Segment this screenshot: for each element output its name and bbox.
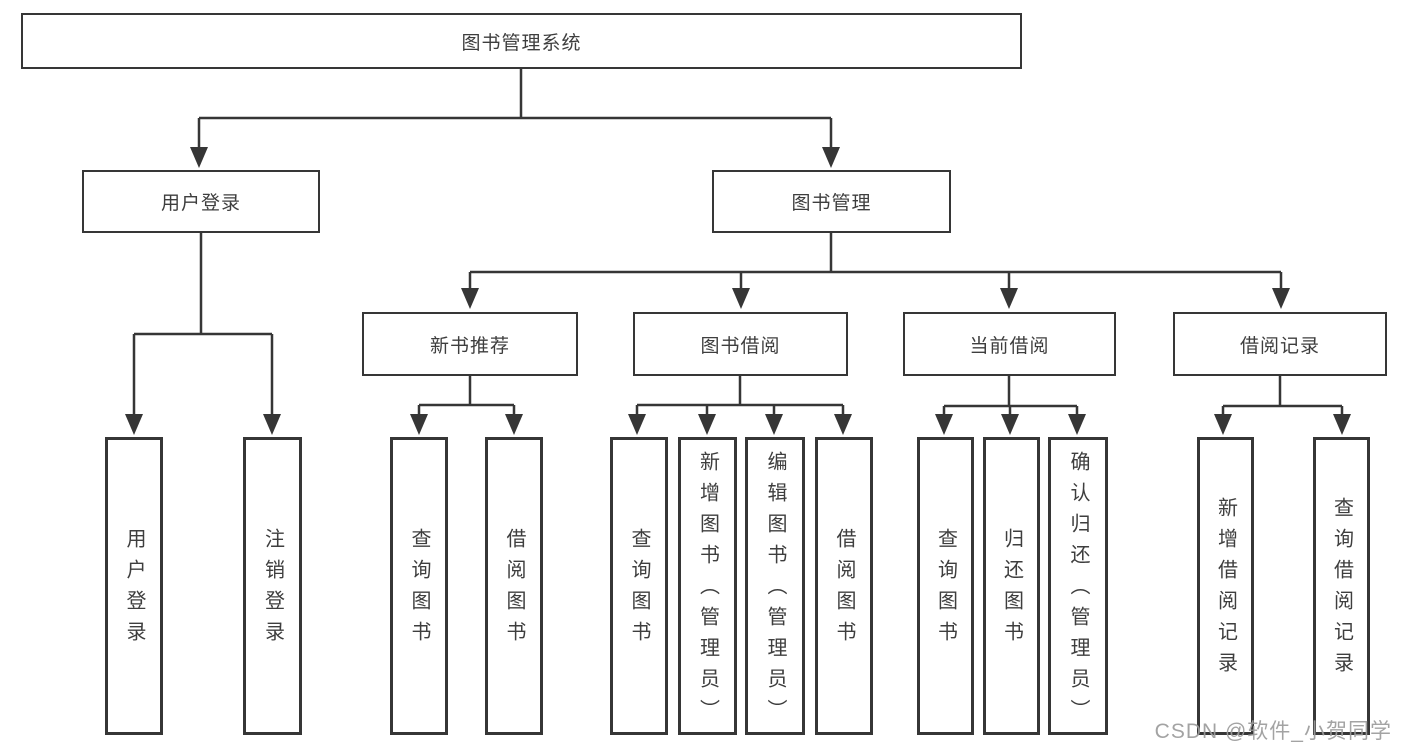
arrowheads-level2	[190, 147, 840, 168]
node-library-management-system: 图书管理系统	[21, 13, 1022, 69]
connector-userlogin-to-leaves	[132, 233, 274, 418]
node-label: 用户登录	[160, 193, 241, 214]
leaf-borrow-books-recommend: 借阅图书	[485, 437, 543, 735]
leaf-label: 归还图书	[1000, 528, 1023, 652]
node-book-borrowing: 图书借阅	[633, 312, 848, 376]
leaf-logout: 注销登录	[243, 437, 302, 735]
node-borrowing-records: 借阅记录	[1173, 312, 1387, 376]
leaf-label: 查询借阅记录	[1330, 497, 1353, 683]
leaf-label: 新增图书（管理员）	[696, 450, 719, 730]
leaf-label: 用户登录	[123, 528, 145, 652]
leaf-label: 借阅图书	[503, 528, 525, 652]
node-user-login: 用户登录	[82, 170, 320, 233]
leaf-query-books-borrowing: 查询图书	[610, 437, 668, 735]
connector-newbook-to-leaves	[417, 376, 516, 418]
node-current-borrowing: 当前借阅	[903, 312, 1116, 376]
node-label: 图书管理	[791, 193, 872, 214]
connector-root-to-level2	[197, 69, 833, 150]
leaf-user-login: 用户登录	[105, 437, 163, 735]
connector-records-to-leaves	[1221, 376, 1344, 418]
node-label: 图书借阅	[700, 335, 781, 357]
leaf-label: 查询图书	[628, 528, 650, 652]
leaf-add-borrow-record: 新增借阅记录	[1197, 437, 1254, 735]
arrowheads-level3	[461, 288, 1290, 309]
leaf-label: 确认归还（管理员）	[1067, 450, 1089, 730]
node-book-management: 图书管理	[712, 170, 951, 233]
leaf-label: 查询图书	[408, 528, 430, 652]
leaf-label: 新增借阅记录	[1214, 497, 1237, 683]
node-label: 图书管理系统	[461, 32, 582, 54]
node-label: 借阅记录	[1239, 335, 1320, 357]
leaf-edit-book-admin: 编辑图书（管理员）	[745, 437, 805, 735]
leaf-label: 编辑图书（管理员）	[764, 450, 786, 730]
node-label: 新书推荐	[429, 335, 510, 357]
arrowheads-leaves	[125, 414, 1351, 435]
csdn-watermark: CSDN @软件_小贺同学	[1154, 720, 1392, 743]
leaf-label: 查询图书	[934, 528, 957, 652]
node-new-book-recommend: 新书推荐	[362, 312, 578, 376]
leaf-add-book-admin: 新增图书（管理员）	[678, 437, 737, 735]
connector-current-to-leaves	[942, 376, 1079, 418]
leaf-borrow-books-borrowing: 借阅图书	[815, 437, 873, 735]
leaf-return-book: 归还图书	[983, 437, 1040, 735]
leaf-label: 借阅图书	[833, 528, 855, 652]
connector-bookmgmt-to-level3	[468, 233, 1283, 292]
leaf-query-borrow-record: 查询借阅记录	[1313, 437, 1370, 735]
connector-borrowing-to-leaves	[635, 376, 845, 418]
leaf-label: 注销登录	[261, 528, 284, 652]
leaf-confirm-return-admin: 确认归还（管理员）	[1048, 437, 1108, 735]
node-label: 当前借阅	[969, 335, 1050, 357]
leaf-query-books-recommend: 查询图书	[390, 437, 448, 735]
leaf-query-books-current: 查询图书	[917, 437, 974, 735]
